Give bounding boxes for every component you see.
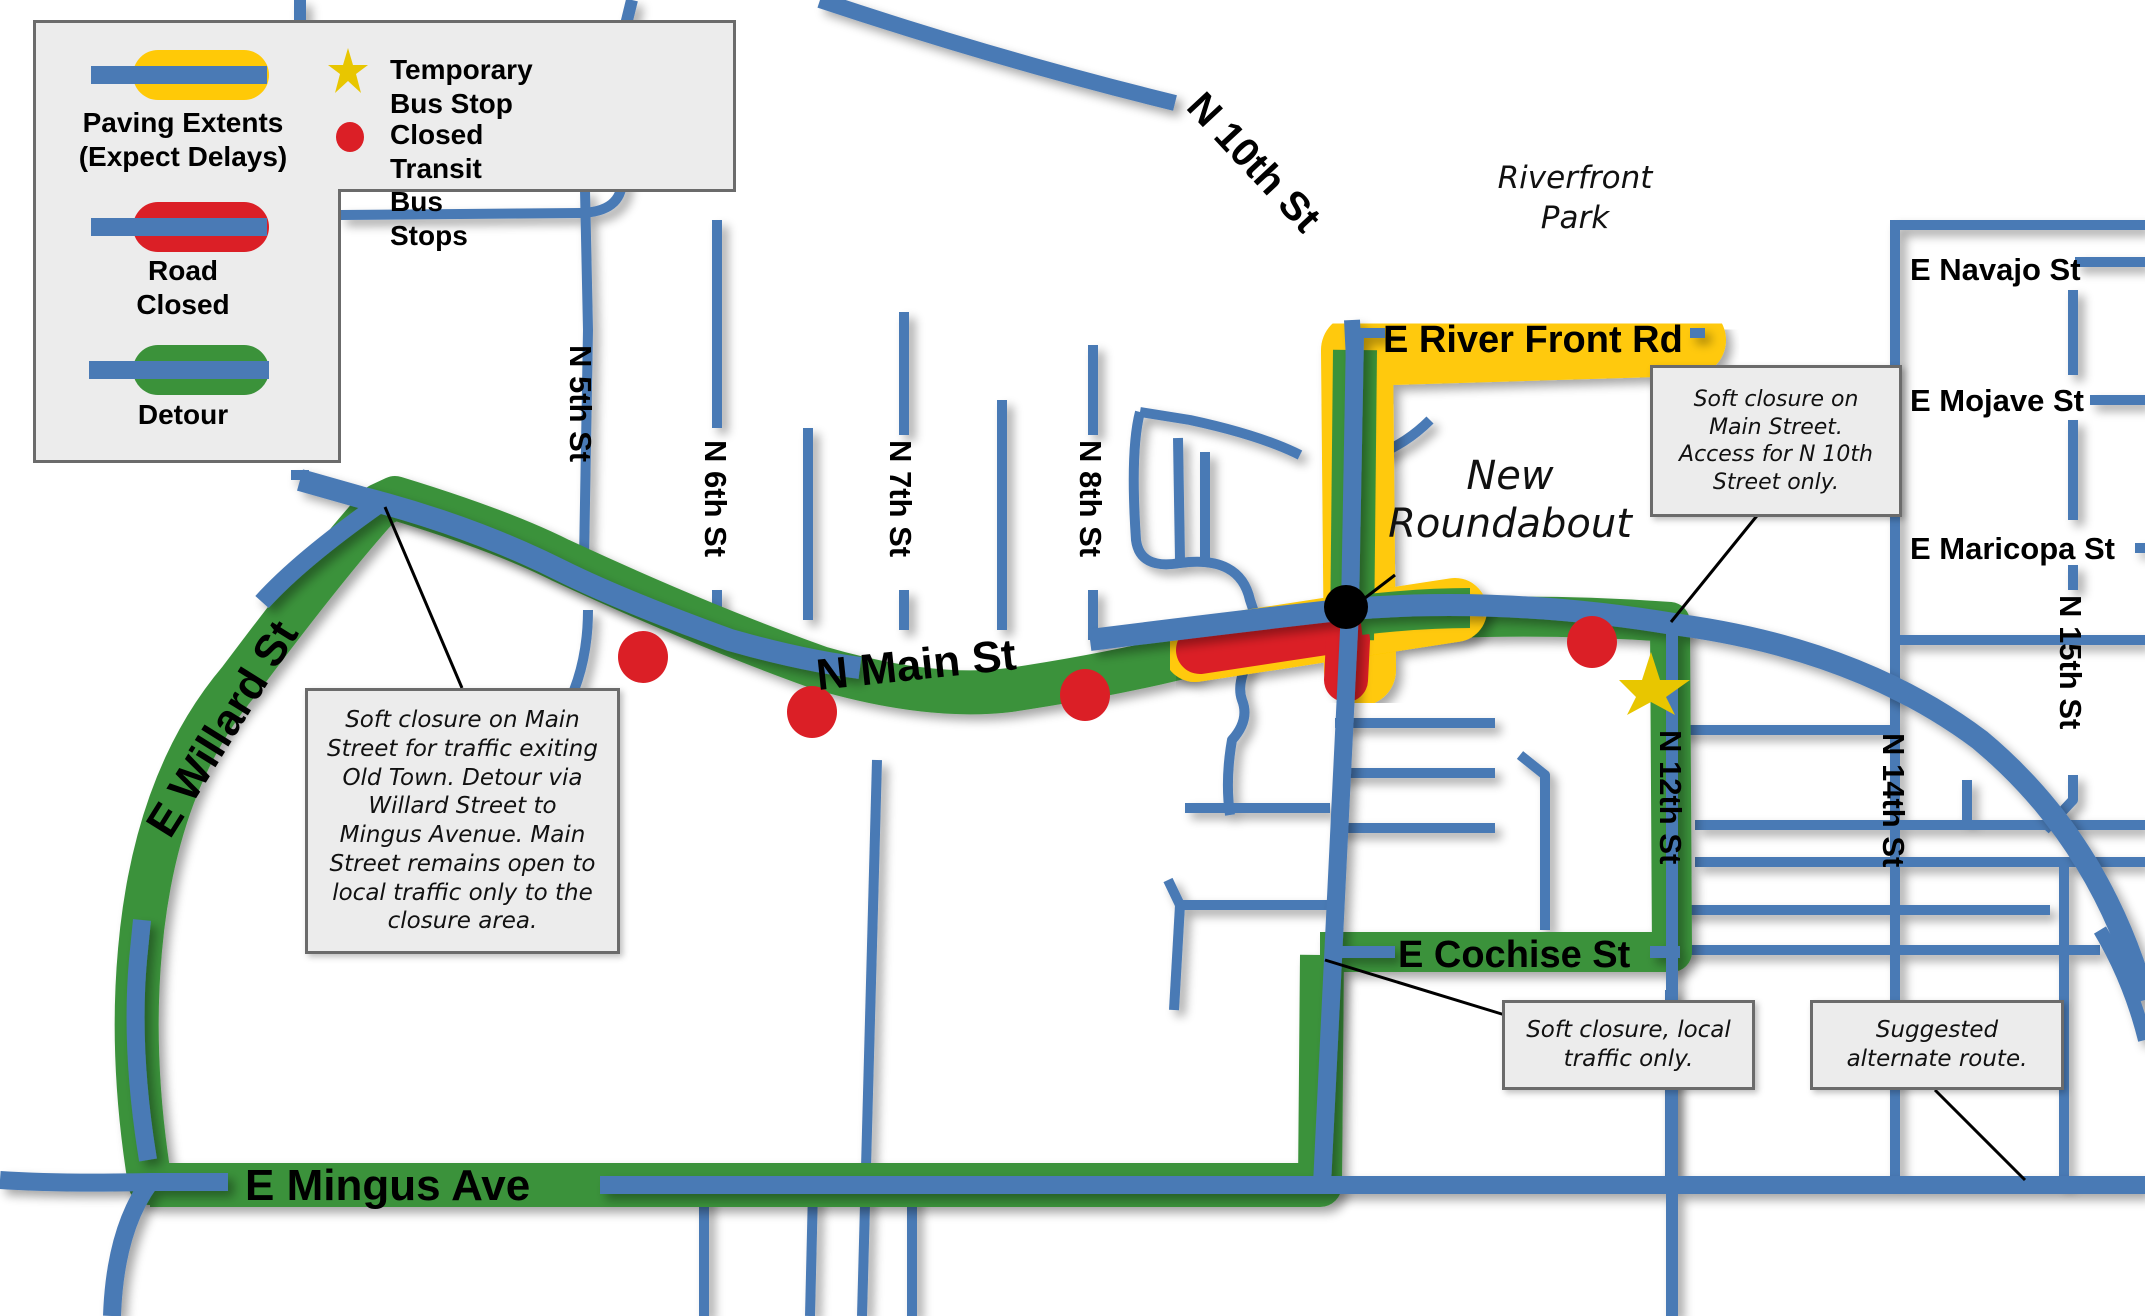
closed-bus-stop-icon: [787, 686, 837, 738]
label-e-mojave: E Mojave St: [1910, 383, 2084, 418]
label-e-maricopa: E Maricopa St: [1910, 531, 2115, 566]
legend-closed-stop-icon: [336, 122, 364, 152]
closed-bus-stop-icon: [1060, 669, 1110, 721]
label-e-navajo: E Navajo St: [1910, 252, 2081, 287]
label-e-cochise: E Cochise St: [1398, 934, 1631, 976]
label-n-8th: N 8th St: [1073, 440, 1108, 557]
label-e-willard: E Willard St: [137, 612, 308, 845]
legend-detour-label: Detour: [137, 399, 229, 430]
label-e-mingus: E Mingus Ave: [245, 1161, 530, 1210]
label-n-7th: N 7th St: [883, 440, 918, 557]
label-n-12th: N 12th St: [1653, 730, 1688, 864]
label-n-6th: N 6th St: [698, 440, 733, 557]
legend-paving-label: Paving Extents (Expect Delays): [78, 107, 288, 172]
legend-temp-stop-label: Temporary Bus Stop: [390, 54, 533, 119]
roundabout-marker: [1324, 585, 1368, 629]
callout-willard-detour: Soft closure on Main Street for traffic …: [305, 688, 620, 954]
callout-main-soft-closure: Soft closure on Main Street. Access for …: [1650, 365, 1902, 517]
label-n-15th: N 15th St: [2053, 595, 2088, 729]
callout-alternate-route: Suggested alternate route.: [1810, 1000, 2064, 1090]
temporary-bus-stop-star-icon: [1619, 652, 1690, 715]
place-riverfront-park: Riverfront Park: [1497, 160, 1653, 237]
label-n-10th: N 10th St: [1178, 84, 1328, 241]
callout-leaders: [383, 506, 2027, 1182]
callout-cochise-soft-closure: Soft closure, local traffic only.: [1502, 1000, 1755, 1090]
closed-bus-stop-icon: [1567, 616, 1617, 668]
label-n-14th: N 14th St: [1876, 733, 1911, 867]
place-new-roundabout: New Roundabout: [1388, 453, 1632, 547]
legend-closed-stop-label: Closed Transit Bus Stops: [390, 119, 484, 251]
label-e-river-front: E River Front Rd: [1383, 319, 1683, 361]
closed-bus-stop-icon: [618, 631, 668, 683]
closed-bus-stops: [618, 616, 1617, 738]
legend-star-icon: [328, 48, 368, 93]
label-n-5th: N 5th St: [563, 345, 598, 462]
legend-closed-label: Road Closed: [136, 255, 230, 320]
